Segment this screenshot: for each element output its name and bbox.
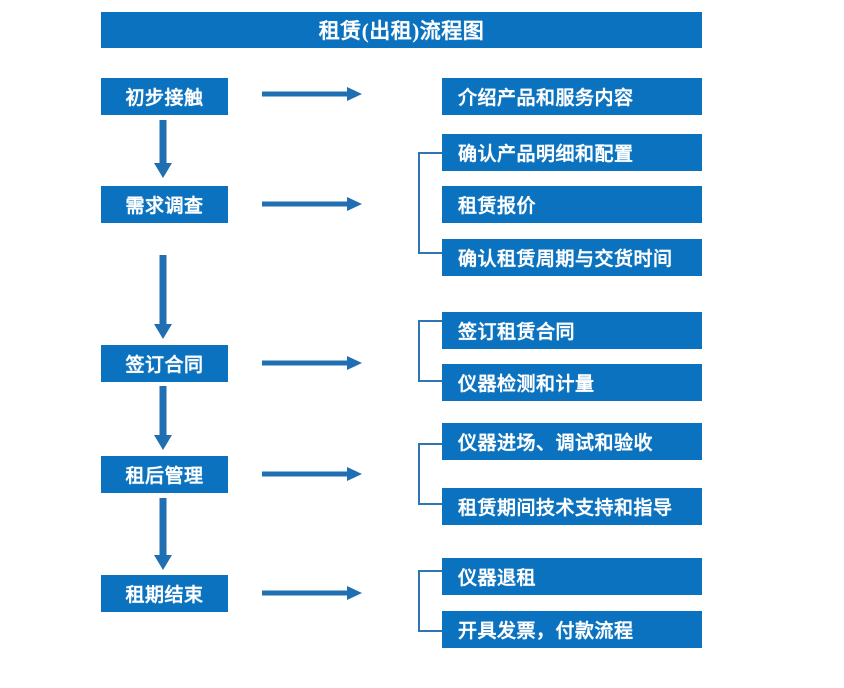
- detail-box-仪器检测和计量[interactable]: 仪器检测和计量: [442, 364, 702, 401]
- branch-arrow-right-1: [262, 84, 364, 104]
- detail-box-仪器进场调试和验收[interactable]: 仪器进场、调试和验收: [442, 423, 702, 460]
- stage-box-签订合同[interactable]: 签订合同: [101, 345, 228, 382]
- flow-arrow-down-4: [152, 498, 174, 572]
- group-bracket-5: [418, 570, 442, 632]
- detail-box-介绍产品和服务内容[interactable]: 介绍产品和服务内容: [442, 78, 702, 115]
- detail-box-确认产品明细和配置[interactable]: 确认产品明细和配置: [442, 134, 702, 171]
- stage-box-租后管理[interactable]: 租后管理: [101, 456, 228, 493]
- flow-arrow-down-1: [152, 120, 174, 180]
- diagram-title: 租赁(出租)流程图: [101, 12, 702, 48]
- stage-box-初步接触[interactable]: 初步接触: [101, 78, 228, 115]
- detail-box-签订租赁合同[interactable]: 签订租赁合同: [442, 312, 702, 349]
- branch-arrow-right-5: [262, 583, 364, 603]
- branch-arrow-right-2: [262, 194, 364, 214]
- detail-box-租赁期间技术支持和指导[interactable]: 租赁期间技术支持和指导: [442, 488, 702, 525]
- group-bracket-2: [418, 152, 442, 254]
- group-bracket-4: [418, 443, 442, 505]
- detail-box-开具发票付款流程[interactable]: 开具发票，付款流程: [442, 611, 702, 648]
- stage-box-租期结束[interactable]: 租期结束: [101, 575, 228, 612]
- detail-box-租赁报价[interactable]: 租赁报价: [442, 186, 702, 223]
- detail-box-确认租赁周期与交货时间[interactable]: 确认租赁周期与交货时间: [442, 239, 702, 276]
- branch-arrow-right-4: [262, 464, 364, 484]
- group-bracket-3: [418, 320, 442, 382]
- stage-box-需求调查[interactable]: 需求调查: [101, 186, 228, 223]
- flow-arrow-down-2: [152, 255, 174, 341]
- flow-arrow-down-3: [152, 386, 174, 452]
- detail-box-仪器退租[interactable]: 仪器退租: [442, 558, 702, 595]
- branch-arrow-right-3: [262, 353, 364, 373]
